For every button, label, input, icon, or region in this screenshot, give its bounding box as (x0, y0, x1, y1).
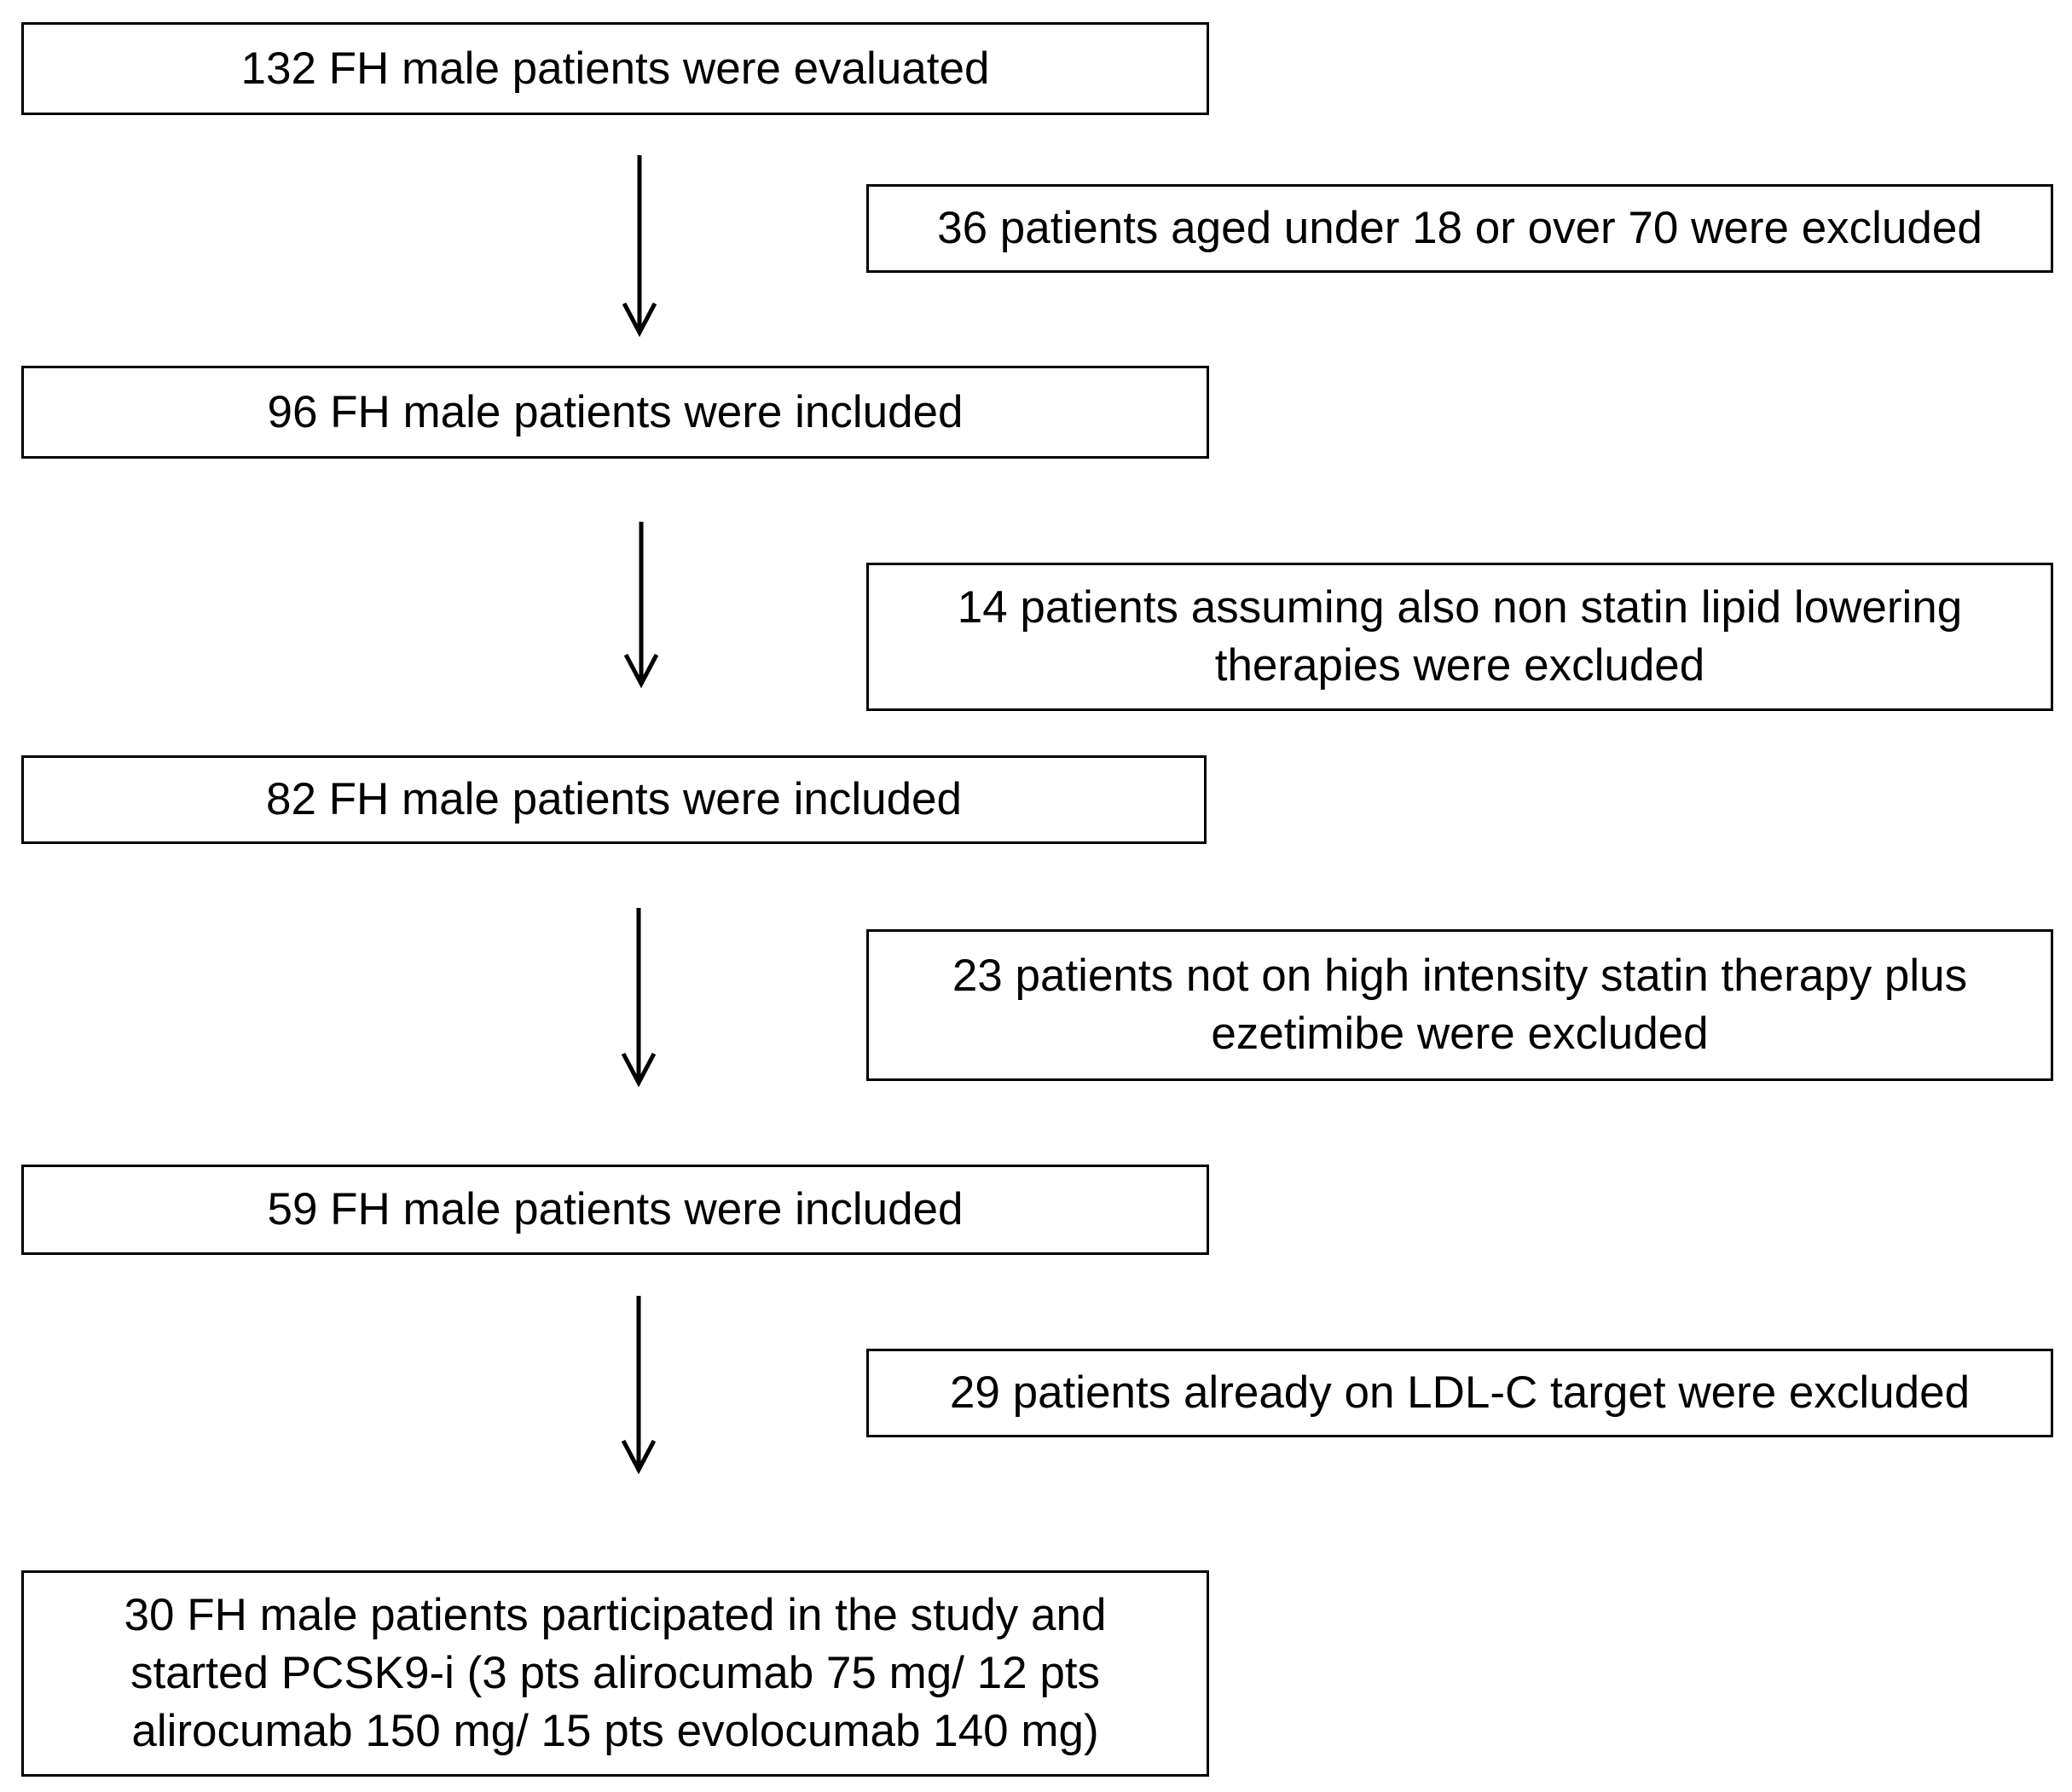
step-box-4: 59 FH male patients were included (21, 1165, 1209, 1255)
arrow-3 (621, 908, 657, 1088)
exclusion-4-line-1: 29 patients already on LDL-C target were… (949, 1367, 1971, 1419)
step-2-line-1: 96 FH male patients were included (267, 386, 964, 437)
exclusion-1-line-1: 36 patients aged under 18 or over 70 wer… (937, 203, 1982, 254)
exclusion-3-line-1: 23 patients not on high intensity statin… (952, 951, 1968, 1002)
exclusion-2-line-2: therapies were excluded (1214, 640, 1705, 691)
arrow-2 (623, 522, 659, 689)
step-4-line-1: 59 FH male patients were included (267, 1184, 964, 1235)
step-1-line-1: 132 FH male patients were evaluated (240, 43, 990, 94)
exclusion-box-3: 23 patients not on high intensity statin… (866, 929, 2053, 1081)
step-5-line-2: started PCSK9-i (3 pts alirocumab 75 mg/… (130, 1648, 1101, 1699)
exclusion-3-line-2: ezetimibe were excluded (1211, 1009, 1709, 1059)
step-3-line-1: 82 FH male patients were included (265, 774, 963, 825)
step-5-line-3: alirocumab 150 mg/ 15 pts evolocumab 140… (131, 1705, 1099, 1756)
arrow-4 (621, 1296, 657, 1475)
exclusion-box-4: 29 patients already on LDL-C target were… (866, 1349, 2053, 1437)
step-box-2: 96 FH male patients were included (21, 366, 1209, 459)
exclusion-box-2: 14 patients assuming also non statin lip… (866, 563, 2053, 711)
exclusion-2-line-1: 14 patients assuming also non statin lip… (957, 582, 1963, 633)
step-box-1: 132 FH male patients were evaluated (21, 22, 1209, 115)
arrow-1 (622, 155, 657, 338)
exclusion-box-1: 36 patients aged under 18 or over 70 wer… (866, 184, 2053, 273)
step-box-3: 82 FH male patients were included (21, 755, 1207, 844)
step-5-line-1: 30 FH male patients participated in the … (124, 1590, 1107, 1641)
step-box-5: 30 FH male patients participated in the … (21, 1570, 1209, 1777)
